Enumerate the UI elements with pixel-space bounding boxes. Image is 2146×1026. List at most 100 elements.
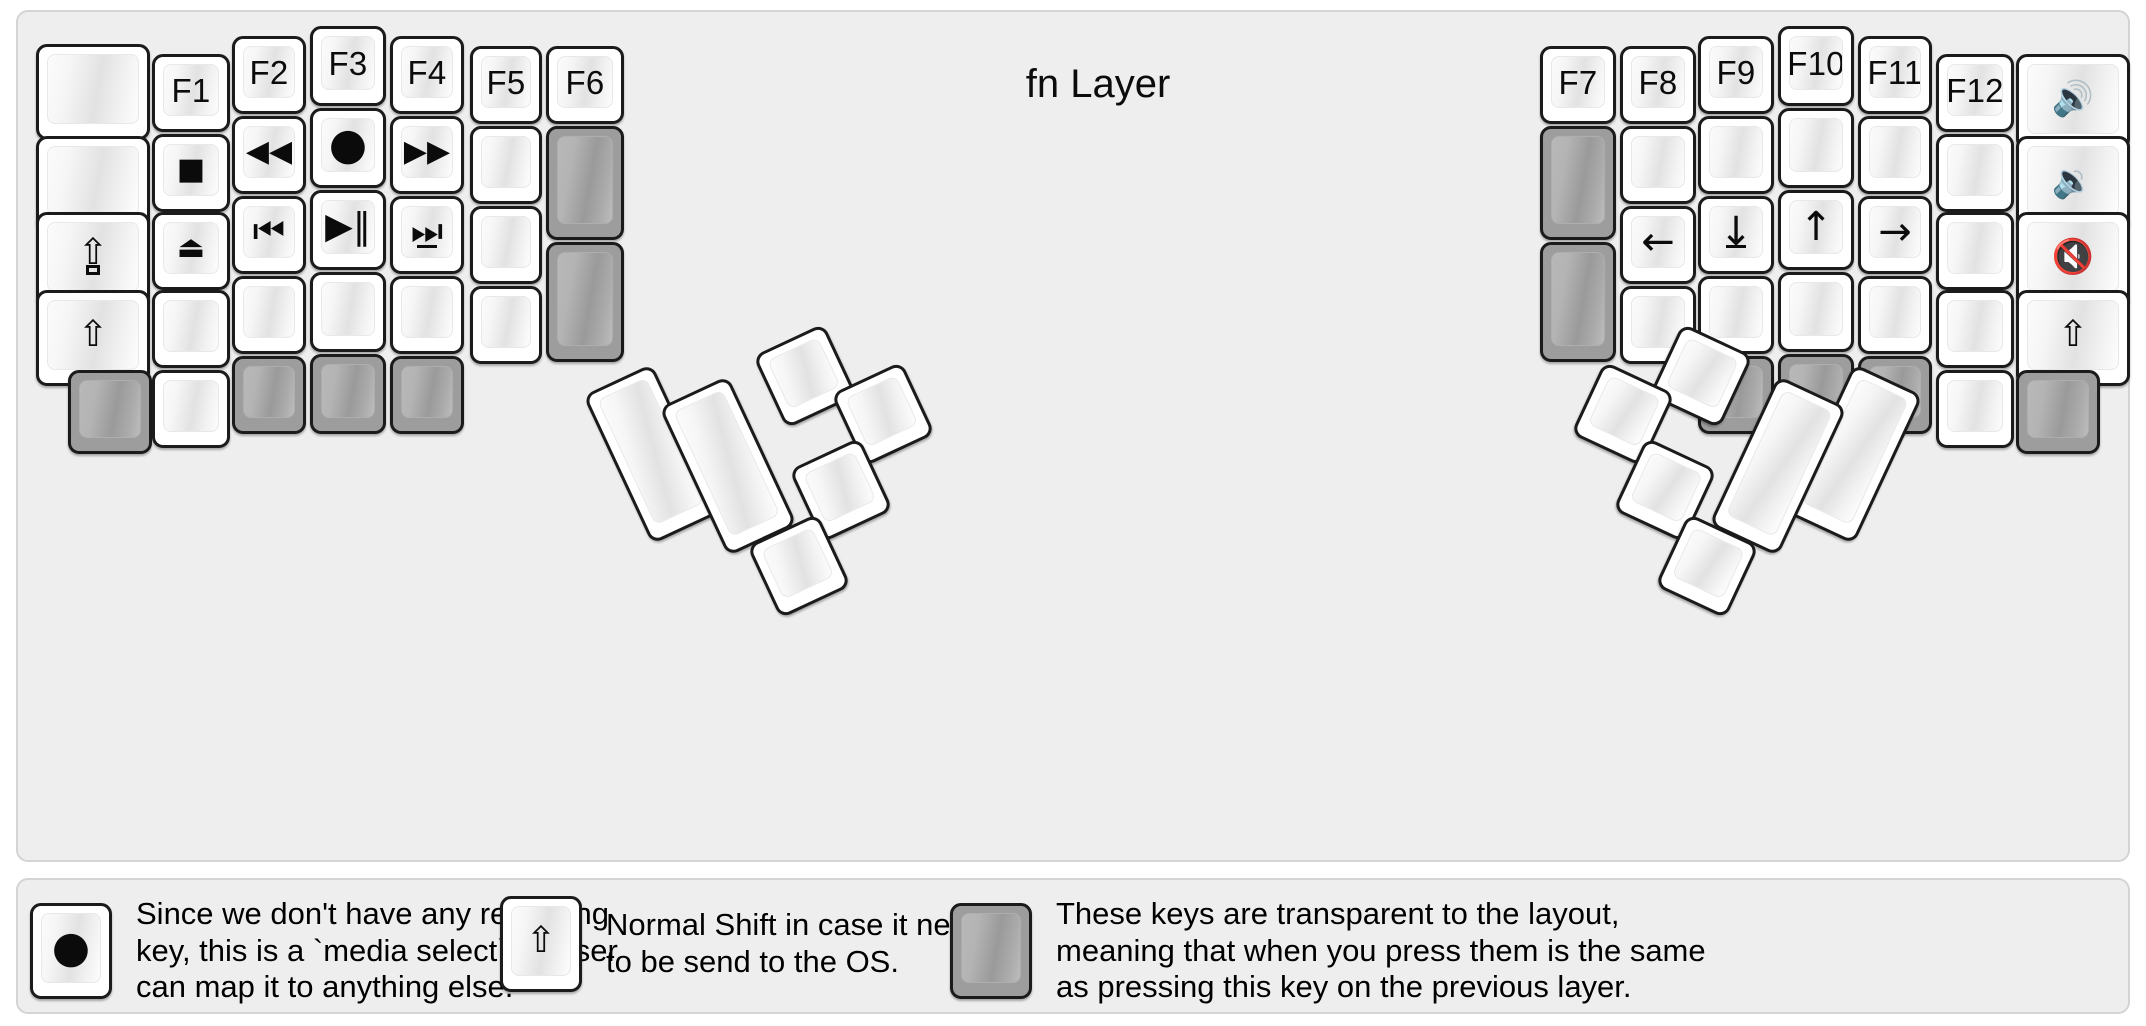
key-f5[interactable]: F5: [470, 46, 542, 124]
key-f6[interactable]: F6: [546, 46, 624, 124]
key-media-rewind[interactable]: ◀◀: [232, 116, 306, 194]
key-trans-r-c1r2[interactable]: [1540, 126, 1616, 240]
keycap-face: [1671, 526, 1746, 600]
key-f7[interactable]: F7: [1540, 46, 1616, 124]
key-media-fastforward[interactable]: ▶▶: [390, 116, 464, 194]
key-blank-c3r4[interactable]: [232, 276, 306, 354]
key-media-stop[interactable]: ■: [152, 134, 230, 212]
record-media-select-key[interactable]: ●: [30, 902, 112, 999]
keycap-face: ●: [41, 912, 101, 983]
key-media-record[interactable]: ●: [310, 108, 386, 188]
shift-key[interactable]: ⇧: [500, 896, 582, 992]
key-f11[interactable]: F11: [1858, 36, 1932, 114]
key-blank-rc6r3[interactable]: [1936, 212, 2014, 290]
key-blank-c6r4[interactable]: [470, 286, 542, 364]
key-blank-rc6r2[interactable]: [1936, 134, 2014, 212]
key-blank-rc6r4[interactable]: [1936, 290, 2014, 368]
key-f3[interactable]: F3: [310, 26, 386, 106]
key-trans-r-bottom[interactable]: [2016, 370, 2100, 454]
key-glyph-icon: 🔇: [2051, 237, 2095, 277]
keycap-face: F1: [163, 64, 219, 116]
keycap-face: ◀◀: [243, 126, 295, 178]
keycap-face: F10: [1789, 36, 1843, 90]
key-trans-l-bottom[interactable]: [68, 370, 152, 454]
key-f1[interactable]: F1: [152, 54, 230, 132]
key-blank-rc6r5[interactable]: [1936, 370, 2014, 448]
keycap-face: [2027, 380, 2089, 438]
key-shift-right[interactable]: ⇧: [2016, 290, 2130, 386]
key-label: F8: [1638, 63, 1678, 101]
keycap-face: F2: [243, 46, 295, 98]
key-glyph-icon: ●: [328, 119, 368, 170]
key-f12[interactable]: F12: [1936, 54, 2014, 132]
key-f2[interactable]: F2: [232, 36, 306, 114]
key-blank-c6r3[interactable]: [470, 206, 542, 284]
key-trans-c7r2[interactable]: [546, 126, 624, 240]
keycap-face: [766, 336, 841, 410]
key-trans-c3r5[interactable]: [232, 356, 306, 434]
key-underbar-marker: [417, 245, 437, 248]
key-blank-rc2r2[interactable]: [1620, 126, 1696, 204]
key-f10[interactable]: F10: [1778, 26, 1854, 106]
key-media-eject[interactable]: ⏏: [152, 212, 230, 290]
key-blank-c2r4[interactable]: [152, 290, 230, 368]
key-trans-c4r5[interactable]: [310, 354, 386, 434]
key-media-prev[interactable]: ⏮: [232, 196, 306, 274]
key-blank-rc4r2[interactable]: [1778, 108, 1854, 188]
key-blank-c5r4[interactable]: [390, 276, 464, 354]
key-media-playpause[interactable]: ▶‖: [310, 190, 386, 270]
key-glyph-icon: 🔉: [2051, 161, 2095, 201]
key-trans-r-c1r3[interactable]: [1540, 242, 1616, 362]
legend-item: These keys are transparent to the layout…: [950, 896, 1706, 1006]
key-blank-rc4r4[interactable]: [1778, 272, 1854, 352]
key-glyph-icon: ⏮: [252, 211, 286, 252]
key-label: F1: [171, 71, 211, 109]
key-arrow-up[interactable]: ↑: [1778, 190, 1854, 270]
keycap-face: [401, 286, 453, 338]
key-blank-c6r2[interactable]: [470, 126, 542, 204]
key-trans-c7r3[interactable]: [546, 242, 624, 362]
key-f8[interactable]: F8: [1620, 46, 1696, 124]
keycap-face: [321, 364, 375, 418]
transparent-key[interactable]: [950, 902, 1032, 999]
key-label: F10: [1789, 44, 1843, 82]
keycap-face: →: [1869, 206, 1921, 258]
key-blank-rc3r4[interactable]: [1698, 276, 1774, 354]
keycap-face: [1869, 126, 1921, 178]
key-blank-rc3r2[interactable]: [1698, 116, 1774, 194]
key-arrow-down[interactable]: ↓: [1698, 196, 1774, 274]
key-label: F9: [1716, 53, 1756, 91]
key-blank-c2r5[interactable]: [152, 370, 230, 448]
key-glyph-icon: ←: [1641, 219, 1675, 265]
keycap-face: F3: [321, 36, 375, 90]
keycap-face: [401, 366, 453, 418]
key-f4[interactable]: F4: [390, 36, 464, 114]
key-glyph-icon: ⏏: [176, 230, 206, 265]
keycap-face: [844, 374, 919, 448]
keycap-face: [47, 146, 139, 216]
legend-panel: ●Since we don't have any recording key, …: [16, 878, 2130, 1014]
legend-item: ●Since we don't have any recording key, …: [30, 896, 618, 1006]
keycap-face: ←: [1631, 216, 1685, 268]
key-trans-c5r5[interactable]: [390, 356, 464, 434]
keycap-face: [1551, 136, 1605, 224]
key-label: F6: [565, 63, 605, 101]
key-blank-r1c1[interactable]: [36, 44, 150, 140]
key-arrow-right[interactable]: →: [1858, 196, 1932, 274]
key-arrow-left[interactable]: ←: [1620, 206, 1696, 284]
key-f9[interactable]: F9: [1698, 36, 1774, 114]
keycap-face: [321, 282, 375, 336]
key-volume-up[interactable]: 🔊: [2016, 54, 2130, 150]
key-glyph-icon: ◀◀: [245, 134, 293, 169]
key-media-next[interactable]: ⏭: [390, 196, 464, 274]
legend-key-glyph-icon: ⇧: [525, 920, 557, 961]
keycap-face: ↓: [1709, 206, 1763, 258]
key-blank-c4r4[interactable]: [310, 272, 386, 352]
key-label: F5: [486, 63, 526, 101]
key-glyph-icon: 🔊: [2051, 79, 2095, 119]
keycap-face: [961, 912, 1021, 983]
key-blank-rc5r4[interactable]: [1858, 276, 1932, 354]
keycap-face: [557, 136, 613, 224]
key-blank-rc5r2[interactable]: [1858, 116, 1932, 194]
